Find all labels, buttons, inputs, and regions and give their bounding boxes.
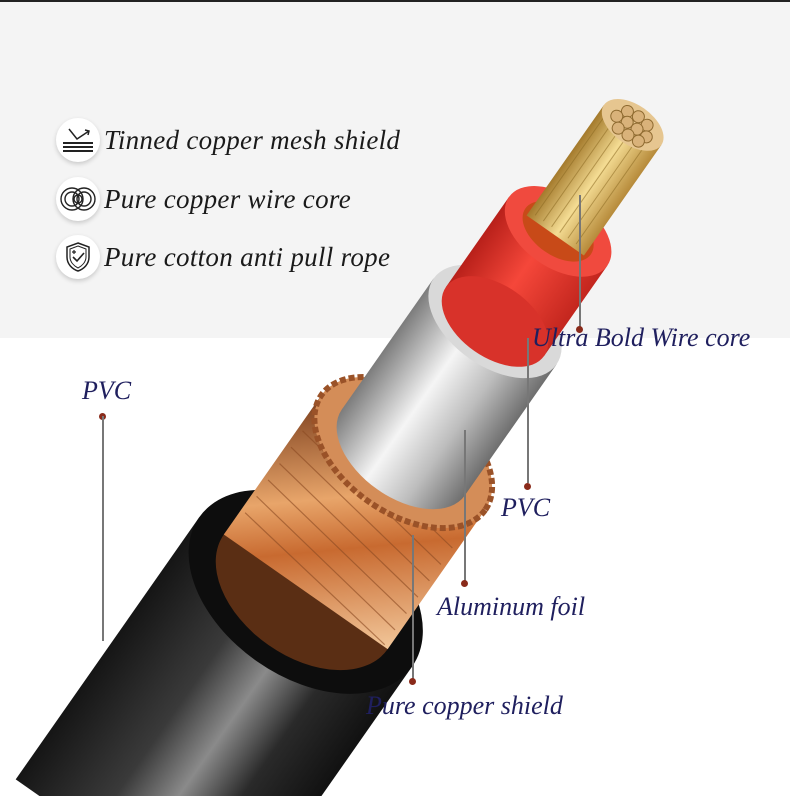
leader-line: [579, 195, 581, 330]
leader-dot: [461, 580, 468, 587]
wire-core-rings-icon: [56, 177, 100, 221]
leader-line: [102, 416, 104, 641]
top-background-band: [0, 0, 790, 338]
leader-line: [527, 338, 529, 483]
leader-line: [464, 430, 466, 582]
callout-aluminum-foil: Aluminum foil: [437, 592, 586, 621]
leader-dot: [576, 326, 583, 333]
feature-item: Pure copper wire core: [56, 177, 351, 221]
callout-pvc-inner: PVC: [501, 493, 551, 522]
feature-item: Pure cotton anti pull rope: [56, 235, 390, 279]
callout-pure-copper-shield: Pure copper shield: [366, 691, 563, 720]
top-border: [0, 0, 790, 2]
mesh-shield-icon: [56, 118, 100, 162]
feature-label: Pure copper wire core: [104, 183, 351, 214]
callout-ultra-bold-wire-core: Ultra Bold Wire core: [532, 323, 751, 352]
callout-pvc-outer: PVC: [82, 376, 132, 405]
shield-check-icon: [56, 235, 100, 279]
leader-dot: [409, 678, 416, 685]
feature-label: Tinned copper mesh shield: [104, 124, 401, 155]
feature-label: Pure cotton anti pull rope: [104, 241, 391, 272]
leader-line: [412, 535, 414, 680]
feature-item: Tinned copper mesh shield: [56, 118, 400, 162]
leader-dot: [524, 483, 531, 490]
